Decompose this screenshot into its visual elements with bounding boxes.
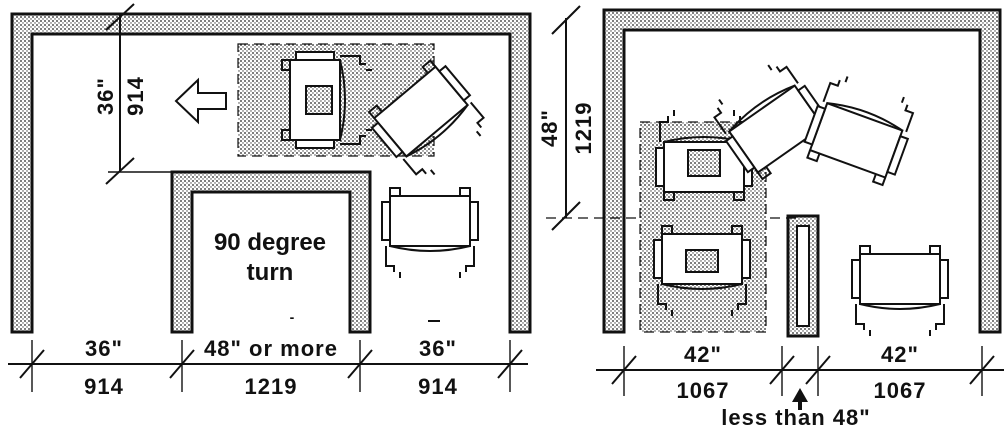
depth-label: 48" bbox=[537, 109, 562, 147]
wheelchair-icon bbox=[281, 51, 373, 149]
left-arrow-icon bbox=[174, 77, 227, 125]
right-panel: 48" 1219 bbox=[537, 5, 1004, 430]
left-outer-wall bbox=[10, 12, 532, 334]
gap-note: less than 48" bbox=[721, 405, 870, 430]
up-arrow-icon bbox=[792, 388, 808, 410]
svg-text:-: - bbox=[290, 309, 295, 325]
right-bottom-left-mm: 1067 bbox=[677, 378, 730, 403]
bottom-mid-mm: 1219 bbox=[245, 374, 298, 399]
left-bottom-dimensions: 36" 914 48" or more 1219 36" 914 bbox=[8, 336, 528, 399]
wheelchair-icon bbox=[655, 109, 753, 201]
right-bottom-left-label: 42" bbox=[684, 342, 722, 367]
bottom-left-label: 36" bbox=[85, 336, 123, 361]
bottom-left-mm: 914 bbox=[84, 374, 124, 399]
right-bottom-right-mm: 1067 bbox=[874, 378, 927, 403]
depth-mm: 1219 bbox=[571, 102, 596, 155]
wheelchair-icon bbox=[798, 69, 922, 189]
corridor-width-label: 36" bbox=[93, 77, 118, 115]
corridor-width-mm: 914 bbox=[123, 76, 148, 116]
wheelchair-icon bbox=[381, 187, 479, 279]
right-outer-wall bbox=[602, 8, 1002, 334]
bottom-right-label: 36" bbox=[419, 336, 457, 361]
bottom-right-mm: 914 bbox=[418, 374, 458, 399]
wheelchair-icon bbox=[851, 245, 949, 337]
turn-label-line2: turn bbox=[247, 259, 294, 286]
turn-label-line1: 90 degree bbox=[214, 229, 326, 256]
left-vertical-dimension: 36" 914 bbox=[93, 3, 220, 185]
left-panel: 90 degree turn - 36" 914 bbox=[8, 3, 532, 399]
bottom-mid-label: 48" or more bbox=[204, 336, 338, 361]
right-bottom-right-label: 42" bbox=[881, 342, 919, 367]
left-inner-wall bbox=[170, 170, 372, 334]
right-bottom-dimensions: 42" 1067 42" 1067 less than 48" bbox=[596, 342, 1004, 430]
wheelchair-icon bbox=[653, 225, 751, 317]
